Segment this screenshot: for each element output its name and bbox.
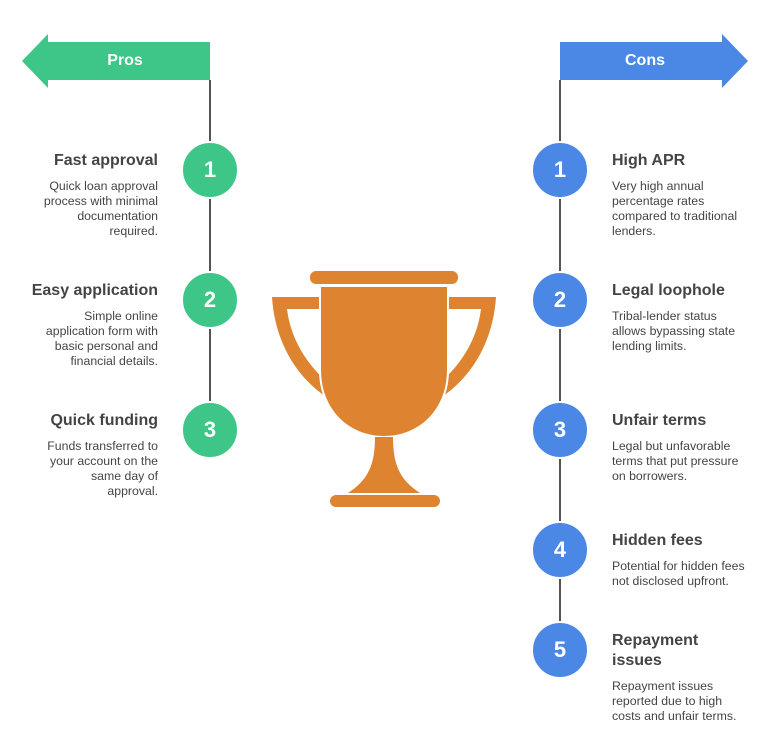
item-title: Legal loophole	[612, 282, 725, 299]
trophy-icon	[272, 271, 496, 507]
cons-arrow	[560, 34, 748, 88]
item-description: Simple online application form with basi…	[45, 309, 158, 368]
cons-number-3: 3	[531, 401, 589, 459]
pros-label: Pros	[107, 52, 143, 69]
item-description: Potential for hidden fees not disclosed …	[612, 559, 745, 588]
cons-number-2: 2	[531, 271, 589, 329]
item-title: Hidden fees	[612, 532, 703, 549]
item-title: Easy application	[31, 282, 158, 299]
item-description: Very high annual percentage rates compar…	[612, 179, 738, 238]
item-title: Repayment issues	[612, 632, 699, 669]
item-description: Quick loan approval process with minimal…	[43, 179, 158, 238]
pros-number-1: 1	[181, 141, 239, 199]
pros-arrow	[22, 34, 210, 88]
cons-number-1: 1	[531, 141, 589, 199]
cons-item-1: High APR Very high annual percentage rate…	[612, 151, 752, 239]
pros-number-2: 2	[181, 271, 239, 329]
item-description: Tribal-lender status allows bypassing st…	[612, 309, 736, 353]
item-title: High APR	[612, 152, 686, 169]
item-description: Funds transferred to your account on the…	[47, 439, 158, 498]
cons-number-4: 4	[531, 521, 589, 579]
item-description: Legal but unfavorable terms that put pre…	[612, 439, 739, 483]
pros-number-3: 3	[181, 401, 239, 459]
cons-number-5: 5	[531, 621, 589, 679]
item-title: Fast approval	[53, 152, 158, 169]
cons-label: Cons	[625, 52, 665, 69]
item-description: Repayment issues reported due to high co…	[612, 679, 737, 723]
item-title: Unfair terms	[612, 412, 707, 429]
item-title: Quick funding	[50, 412, 158, 429]
